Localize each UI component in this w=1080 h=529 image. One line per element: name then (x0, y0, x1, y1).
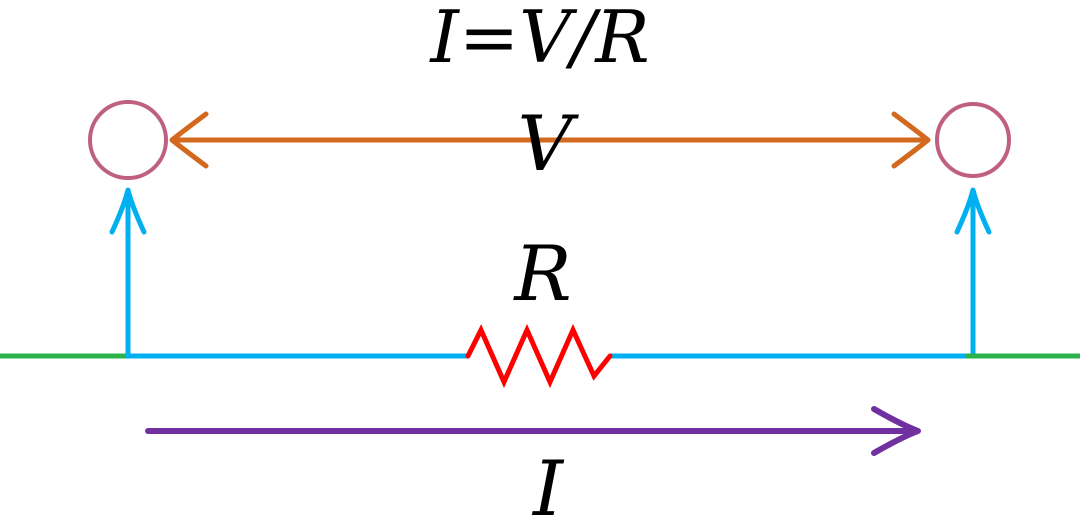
current-label: I (531, 444, 565, 529)
resistor-icon (465, 323, 613, 389)
voltage-arrowhead-right-icon (891, 111, 931, 169)
terminal-right-icon (935, 102, 1011, 178)
terminal-left-icon (88, 100, 168, 180)
voltage-arrow (169, 111, 931, 169)
formula-title: I=V/R (428, 0, 649, 79)
probe-arrowhead-right-icon (954, 187, 992, 235)
current-arrowhead-icon (871, 406, 921, 456)
probe-arrowhead-left-icon (109, 187, 147, 235)
current-arrow (145, 406, 921, 456)
voltage-arrowhead-left-icon (169, 111, 209, 169)
voltage-label: V (518, 99, 580, 188)
probe-arrows (109, 187, 992, 359)
terminals (88, 100, 1011, 180)
resistance-label: R (512, 229, 571, 318)
